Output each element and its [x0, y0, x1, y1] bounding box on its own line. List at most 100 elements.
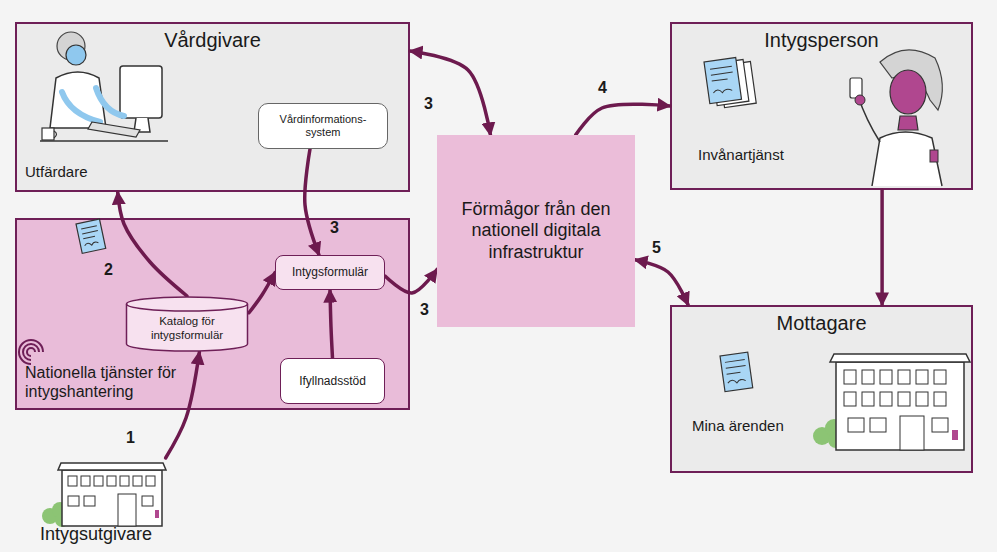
callout-number: 5: [652, 240, 661, 256]
service-label: Mina ärenden: [692, 417, 784, 435]
support-box: Ifyllnadsstöd: [280, 358, 385, 404]
issuer-building-part-part: [68, 496, 79, 506]
care-worker-illustration-part: [42, 128, 54, 140]
callout-number: 4: [598, 80, 607, 96]
receiver-building-part-part: [932, 418, 948, 432]
flow-arrow: [305, 149, 319, 255]
organisation-logo: [19, 340, 43, 364]
care-worker-illustration: [40, 32, 168, 141]
issuer-building-part: [155, 510, 159, 518]
receiver-building-part-part: [870, 418, 886, 432]
issuer-building-part-part: [107, 476, 116, 486]
certificate-icon: [720, 352, 753, 392]
certificate-stack-icon-part: [710, 66, 735, 94]
care-worker-illustration-part: [88, 122, 140, 137]
callout-number: 3: [330, 220, 339, 236]
callout-number: 2: [104, 262, 113, 278]
cylinder-body: [127, 297, 248, 351]
issuer-building: [42, 463, 166, 527]
care-worker-illustration-part: [50, 72, 106, 128]
issuer-building-part-part: [146, 476, 155, 486]
box-label: Vårdinformations- system: [265, 113, 381, 139]
issuer-building-part: [62, 470, 162, 526]
issuer-node: Intygsutgivare: [36, 458, 196, 548]
certificate-icon-part: [81, 226, 100, 247]
care-worker-illustration-part: [96, 88, 124, 116]
receiver-building-part-part: [916, 370, 928, 384]
certificate-icon-part: [76, 219, 106, 253]
flow-arrow: [385, 269, 437, 293]
flow-arrow: [330, 290, 333, 358]
system-box: Vårdinformations- system: [258, 103, 388, 149]
service-label: Invånartjänst: [698, 146, 784, 164]
actor-box: IntygspersonInvånartjänst: [670, 22, 973, 190]
care-worker-illustration-part: [54, 131, 57, 138]
role-label: Utfärdare: [25, 163, 88, 181]
issuer-building-part-part: [120, 476, 129, 486]
certificate-stack-icon-part: [704, 58, 742, 104]
citizen-illustration: [850, 50, 942, 186]
box-label: Ifyllnadsstöd: [299, 374, 366, 388]
citizen-illustration-part: [872, 132, 942, 186]
group-label: Nationella tjänster för intygshantering: [25, 363, 235, 401]
receiver-building-part-part: [900, 416, 924, 450]
receiver-building-part: [830, 354, 970, 362]
infrastructure-box: Förmågor från den nationell digitala inf…: [437, 135, 635, 327]
certificate-stack-icon: [704, 56, 756, 110]
flow-arrow: [118, 192, 187, 296]
issuer-building-part-part: [84, 496, 95, 506]
receiver-building-part-part: [934, 370, 946, 384]
issuer-building-part-part: [81, 476, 90, 486]
cylinder-rim: [127, 304, 248, 311]
care-worker-illustration-part: [66, 45, 86, 65]
issuer-building-part-part: [118, 494, 136, 526]
issuer-building-part-part: [142, 496, 153, 506]
box-label: Katalog för intygsformulär: [131, 315, 243, 343]
certificate-icon-part: [720, 352, 753, 392]
callout-number: 3: [420, 302, 429, 318]
flow-arrow: [635, 260, 688, 305]
box-title: Vårdgivare: [15, 28, 410, 52]
receiver-building-part-part: [844, 370, 856, 384]
organisation-logo-part: [27, 348, 35, 356]
care-worker-illustration-part: [62, 92, 100, 122]
citizen-illustration-part: [930, 150, 938, 162]
receiver-building-part-part: [934, 392, 946, 406]
receiver-building-part-part: [898, 392, 910, 406]
issuer-building-part: [58, 463, 166, 470]
box-title: Intygsperson: [670, 28, 973, 52]
receiver-building-part-part: [848, 418, 864, 432]
flow-arrow: [249, 273, 275, 313]
receiver-building-part-part: [862, 392, 874, 406]
receiver-building-part-part: [880, 392, 892, 406]
issuer-building-part-part: [94, 476, 103, 486]
receiver-building-part: [844, 370, 948, 450]
organisation-logo-part: [19, 340, 43, 364]
receiver-building-part: [836, 362, 964, 450]
form-box: Intygsformulär: [275, 255, 385, 290]
receiver-building-part-part: [844, 392, 856, 406]
box-title: Mottagare: [670, 311, 973, 335]
issuer-building-part-part: [68, 476, 77, 486]
certificate-icon: [76, 219, 106, 253]
service-group-box: Nationella tjänster för intygshantering K…: [15, 218, 410, 410]
receiver-building-part-part: [880, 370, 892, 384]
flow-arrow: [880, 190, 884, 305]
callout-number: 1: [126, 430, 135, 446]
box-label: Intygsformulär: [292, 265, 368, 279]
receiver-building-part-part: [898, 370, 910, 384]
organisation-box: VårdgivareUtfärdare Vårdinformations- sys…: [15, 22, 410, 192]
citizen-illustration-part: [855, 95, 865, 105]
care-worker-illustration-part: [120, 66, 162, 118]
citizen-illustration-part: [898, 116, 918, 130]
receiver-building: [813, 354, 970, 450]
issuer-building-part-part: [133, 476, 142, 486]
box-label: Förmågor från den nationell digitala inf…: [443, 199, 629, 264]
issuer-building-part: [68, 476, 155, 526]
receiver-building-part-part: [916, 392, 928, 406]
citizen-illustration-part: [890, 70, 926, 114]
organisation-logo-part: [23, 344, 39, 360]
actor-box: MottagareMina ärenden: [670, 305, 973, 473]
